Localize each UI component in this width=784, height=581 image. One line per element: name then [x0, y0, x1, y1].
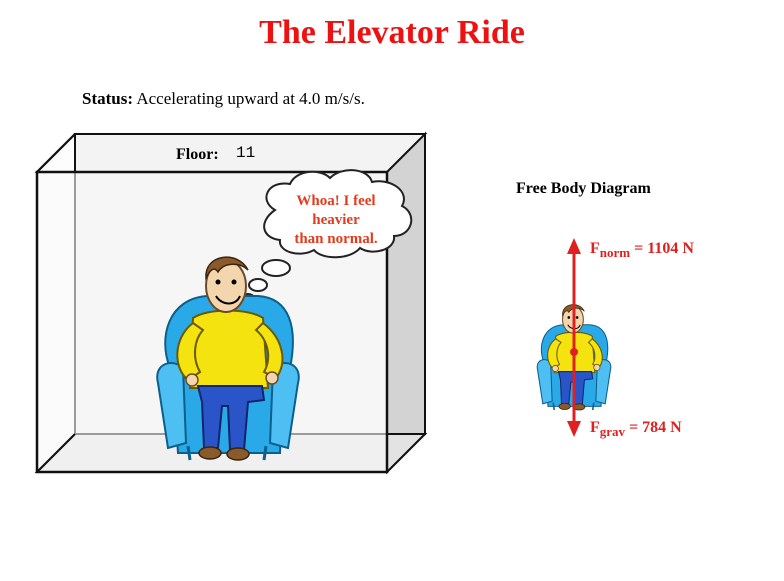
thought-cloud — [241, 169, 413, 303]
normal-force-value: = 1104 N — [630, 240, 694, 257]
gravity-force-subscript: grav — [599, 424, 626, 439]
floor-value: 11 — [236, 144, 256, 162]
status-line: Status: Accelerating upward at 4.0 m/s/s… — [82, 89, 365, 109]
thought-text: Whoa! I feel heavier than normal. — [272, 192, 400, 249]
page-title: The Elevator Ride — [259, 14, 525, 51]
gravity-force-label: Fgrav = 784 N — [590, 419, 682, 439]
normal-force-subscript: norm — [599, 245, 631, 260]
thought-line: heavier — [312, 212, 360, 228]
fbd-title: Free Body Diagram — [516, 180, 651, 197]
thought-line: than normal. — [294, 231, 378, 247]
gravity-force-value: = 784 N — [625, 419, 682, 436]
thought-line: Whoa! I feel — [296, 193, 376, 209]
gravity-force-arrowhead — [567, 421, 581, 437]
gravity-force-symbol: F — [590, 419, 600, 436]
normal-force-arrowhead — [567, 238, 581, 254]
floor-label: Floor: — [176, 146, 219, 163]
normal-force-label: Fnorm = 1104 N — [590, 240, 694, 260]
status-text: Accelerating upward at 4.0 m/s/s. — [133, 89, 365, 108]
fbd-center-dot — [570, 348, 578, 356]
status-label: Status: — [82, 89, 134, 108]
fbd-arrows — [567, 238, 581, 437]
normal-force-symbol: F — [590, 240, 600, 257]
